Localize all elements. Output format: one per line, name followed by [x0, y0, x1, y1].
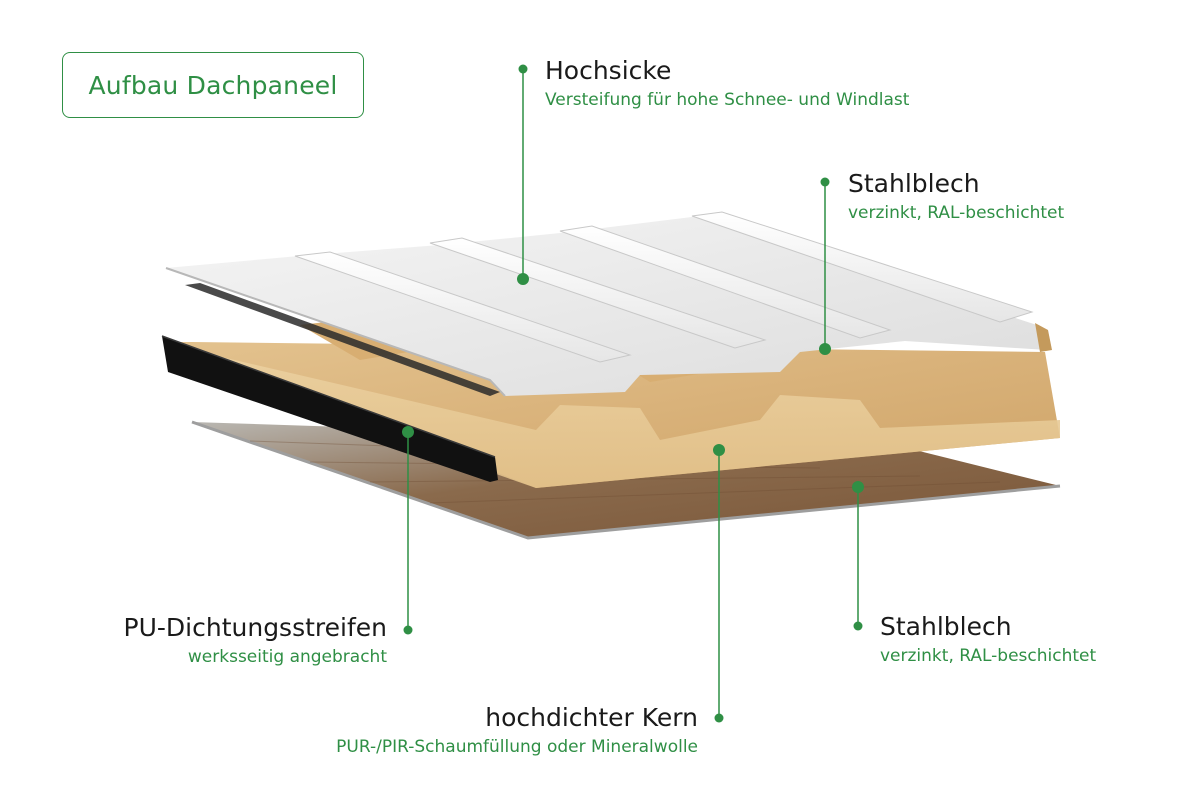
callout-title: Stahlblech [880, 612, 1012, 641]
callout-subtitle: PUR-/PIR-Schaumfüllung oder Mineralwolle [336, 737, 698, 757]
leader-lines [407, 69, 859, 718]
top-steel-sheet [165, 211, 1052, 397]
pu-sealing-strip [161, 335, 498, 482]
callout-title: Hochsicke [545, 56, 672, 85]
diagram-title: Aufbau Dachpaneel [62, 52, 364, 118]
callout-title: hochdichter Kern [485, 703, 698, 732]
callout-subtitle: Versteifung für hohe Schnee- und Windlas… [545, 90, 910, 110]
callout-title: Stahlblech [848, 169, 980, 198]
callout-kern: hochdichter Kern PUR-/PIR-Schaumfüllung … [336, 703, 698, 759]
callout-stahlblech-top: Stahlblech verzinkt, RAL-beschichtet [848, 169, 1064, 225]
callout-subtitle: verzinkt, RAL-beschichtet [880, 646, 1097, 666]
callout-pu-dichtung: PU-Dichtungsstreifen werksseitig angebra… [124, 613, 387, 669]
callout-title: PU-Dichtungsstreifen [123, 613, 387, 642]
callout-subtitle: verzinkt, RAL-beschichtet [848, 203, 1065, 223]
callout-stahlblech-bottom: Stahlblech verzinkt, RAL-beschichtet [880, 612, 1096, 668]
callout-subtitle: werksseitig angebracht [187, 647, 387, 667]
callout-hochsicke: Hochsicke Versteifung für hohe Schnee- u… [545, 56, 909, 112]
leader-dots [402, 64, 864, 723]
